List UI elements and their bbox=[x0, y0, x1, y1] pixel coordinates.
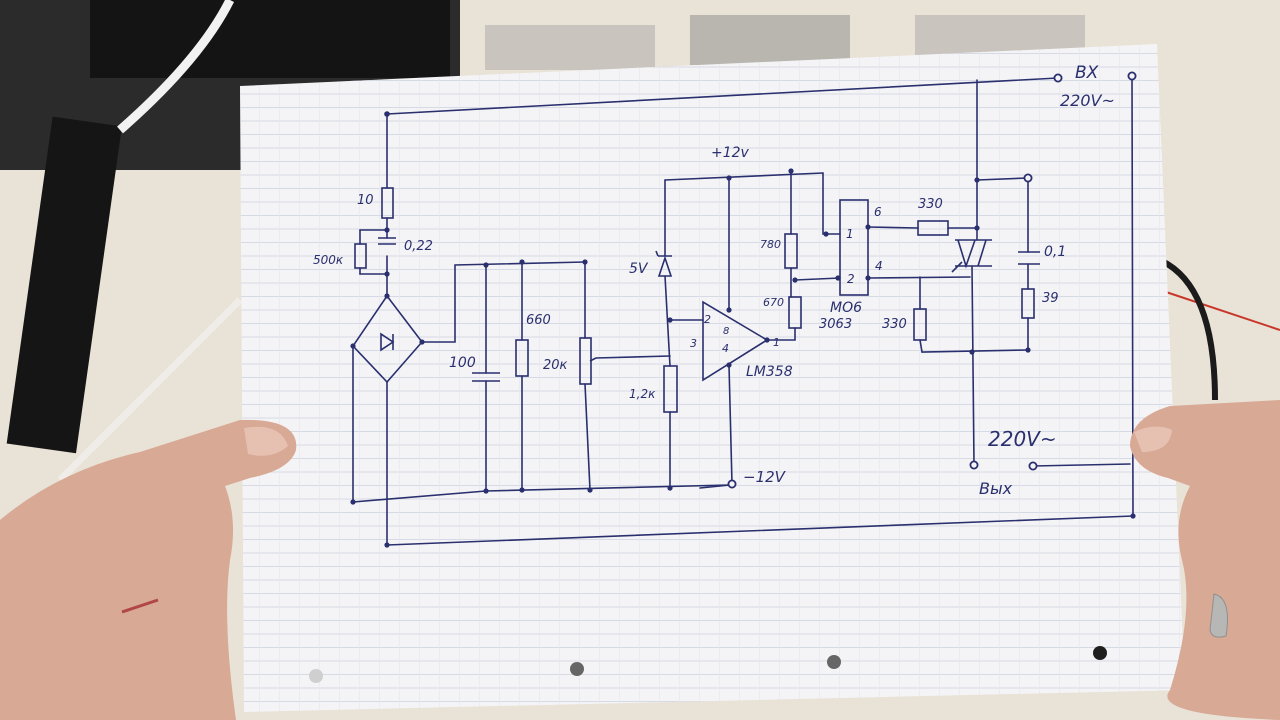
zener-5v bbox=[655, 250, 673, 277]
optocoupler-moc3063 bbox=[839, 199, 869, 296]
resistor-10 bbox=[381, 187, 394, 219]
label-r-330-top: 330 bbox=[918, 197, 943, 212]
diode-bridge bbox=[351, 294, 424, 384]
left-hand bbox=[0, 419, 297, 720]
right-thumb-nail bbox=[1134, 426, 1172, 452]
label-output-voltage: 220V~ bbox=[988, 427, 1057, 451]
label-r-39: 39 bbox=[1042, 291, 1059, 306]
label-r-660: 660 bbox=[526, 313, 551, 328]
capacitor-01 bbox=[1018, 251, 1040, 265]
clamp-1 bbox=[485, 25, 655, 70]
label-r-500k: 500к bbox=[313, 253, 344, 267]
punch-hole-1 bbox=[309, 669, 323, 683]
resistor-12k bbox=[663, 365, 678, 413]
label-output-title: Вых bbox=[979, 479, 1013, 498]
cable-white-2 bbox=[57, 297, 243, 483]
resistor-660 bbox=[515, 339, 529, 377]
label-r-780: 780 bbox=[760, 238, 781, 251]
label-r-330-gate: 330 bbox=[882, 317, 907, 332]
label-c-022: 0,22 bbox=[404, 239, 433, 254]
cable-white bbox=[117, 0, 235, 134]
resistor-330-top bbox=[917, 220, 949, 236]
paper-grid bbox=[240, 44, 1185, 712]
component-labels: BX 220V~ 10 0,22 500к 660 100 20к 5V 1,2… bbox=[313, 63, 1115, 498]
left-thumb-nail bbox=[244, 426, 288, 456]
label-r-10: 10 bbox=[357, 193, 374, 208]
label-pin-3: 3 bbox=[690, 337, 697, 350]
label-pin-4: 4 bbox=[722, 342, 729, 355]
label-opto-pin1: 1 bbox=[846, 227, 854, 241]
label-pin-8: 8 bbox=[723, 326, 729, 337]
punch-hole-4 bbox=[1093, 646, 1107, 660]
right-hand bbox=[1130, 400, 1280, 720]
label-opto-pin6: 6 bbox=[874, 205, 882, 219]
label-input-voltage: 220V~ bbox=[1060, 91, 1115, 110]
label-pin-1: 1 bbox=[773, 336, 780, 349]
label-pin-2: 2 bbox=[704, 313, 711, 326]
capacitor-100 bbox=[472, 372, 500, 382]
punch-hole-2 bbox=[570, 662, 584, 676]
clamp-2 bbox=[690, 15, 850, 65]
label-c-01: 0,1 bbox=[1044, 244, 1066, 260]
terminal-rings bbox=[727, 71, 1137, 489]
label-opto-name: MO6 bbox=[830, 300, 862, 316]
punch-hole-3 bbox=[827, 655, 841, 669]
label-input-title: BX bbox=[1075, 63, 1099, 83]
label-plus-12v: +12v bbox=[711, 145, 750, 161]
label-pot-20k: 20к bbox=[543, 358, 568, 373]
label-r-670: 670 bbox=[763, 296, 784, 309]
label-minus-12v: −12V bbox=[743, 468, 787, 486]
label-zener-5v: 5V bbox=[629, 261, 649, 277]
left-hand-scratch bbox=[121, 598, 159, 614]
label-r-12k: 1,2к bbox=[629, 387, 656, 401]
resistor-330-gate bbox=[913, 308, 927, 341]
triac bbox=[951, 239, 992, 273]
bridge-diode-symbol bbox=[380, 332, 395, 352]
pot-wiper bbox=[589, 357, 597, 362]
components bbox=[351, 187, 1040, 413]
resistor-670 bbox=[788, 296, 802, 329]
label-c-100: 100 bbox=[449, 355, 476, 371]
label-opamp: LM358 bbox=[746, 364, 793, 380]
wedding-ring bbox=[1209, 593, 1228, 638]
label-opto-pin2: 2 bbox=[847, 272, 855, 286]
cable-red bbox=[1159, 289, 1280, 331]
label-opto-pin4: 4 bbox=[875, 259, 883, 273]
resistor-39 bbox=[1021, 288, 1035, 319]
resistor-500k bbox=[354, 243, 367, 269]
junction-dots bbox=[350, 111, 1136, 548]
clamp-3 bbox=[915, 15, 1085, 55]
opamp-lm358 bbox=[702, 300, 769, 382]
cable-black bbox=[1153, 255, 1218, 401]
label-opto-num: 3063 bbox=[819, 317, 852, 332]
equipment-box bbox=[90, 0, 450, 78]
soldering-handle bbox=[6, 116, 122, 454]
capacitor-022 bbox=[378, 237, 396, 245]
resistor-780 bbox=[784, 233, 798, 269]
